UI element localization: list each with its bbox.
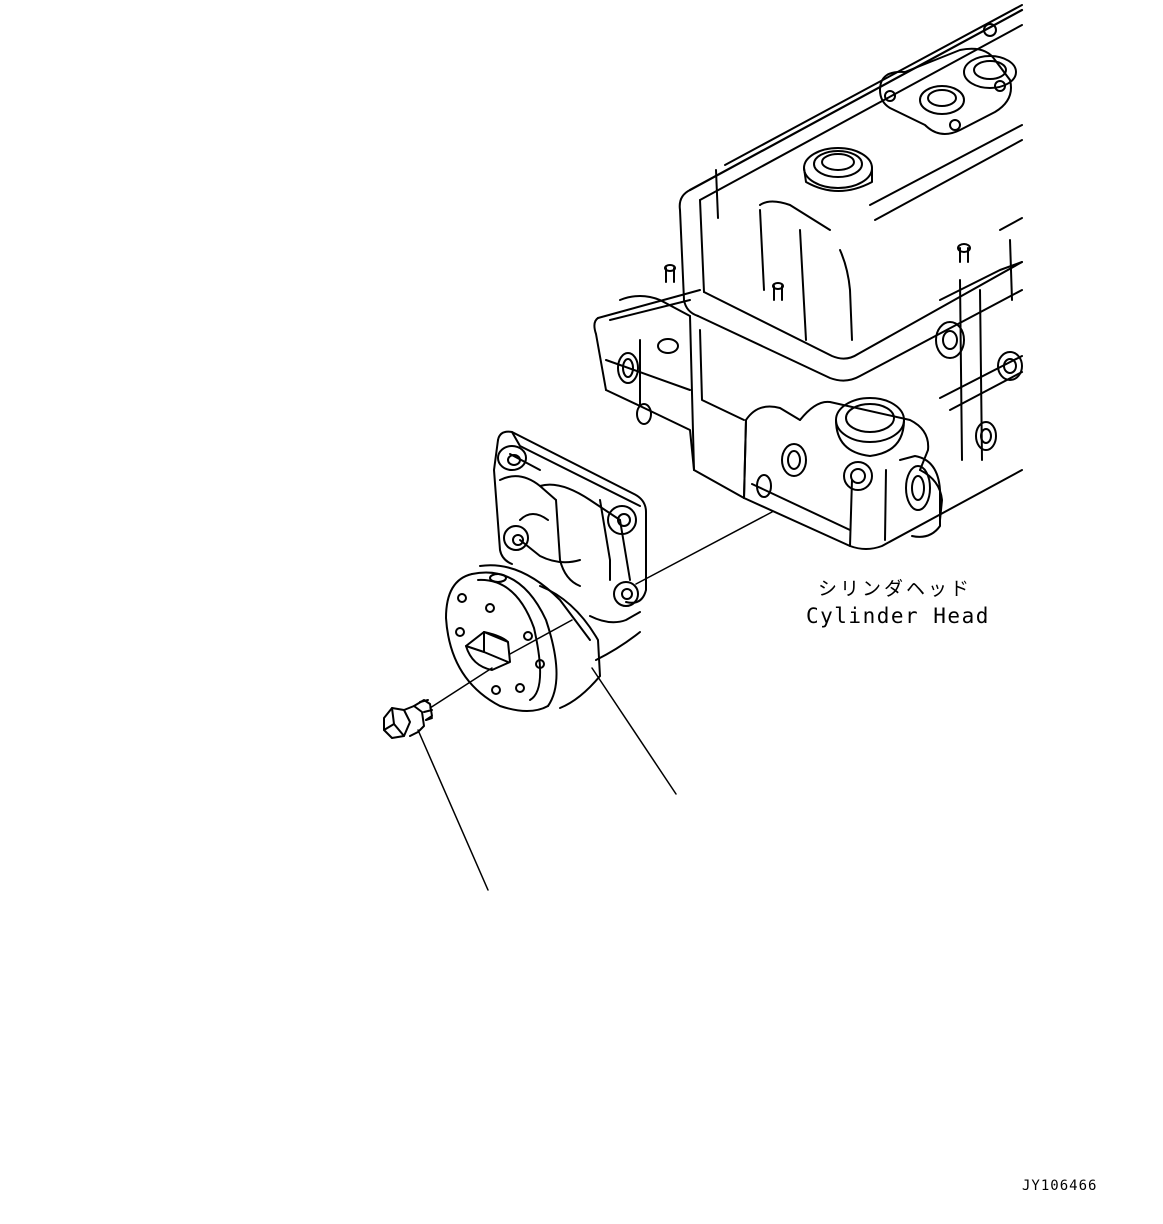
cylinder-head	[593, 4, 1024, 550]
drawing-number: JY106466	[1022, 1178, 1098, 1194]
alignment-line	[429, 511, 773, 709]
cylinder-head-label-en: Cylinder Head	[806, 604, 990, 628]
fan-pulley-assembly	[445, 430, 647, 712]
leader-line-pulley	[591, 667, 677, 795]
leader-line-bolt	[417, 729, 489, 891]
mounting-bolt	[383, 699, 433, 739]
cylinder-head-label-jp: シリンダヘッド	[818, 578, 973, 600]
